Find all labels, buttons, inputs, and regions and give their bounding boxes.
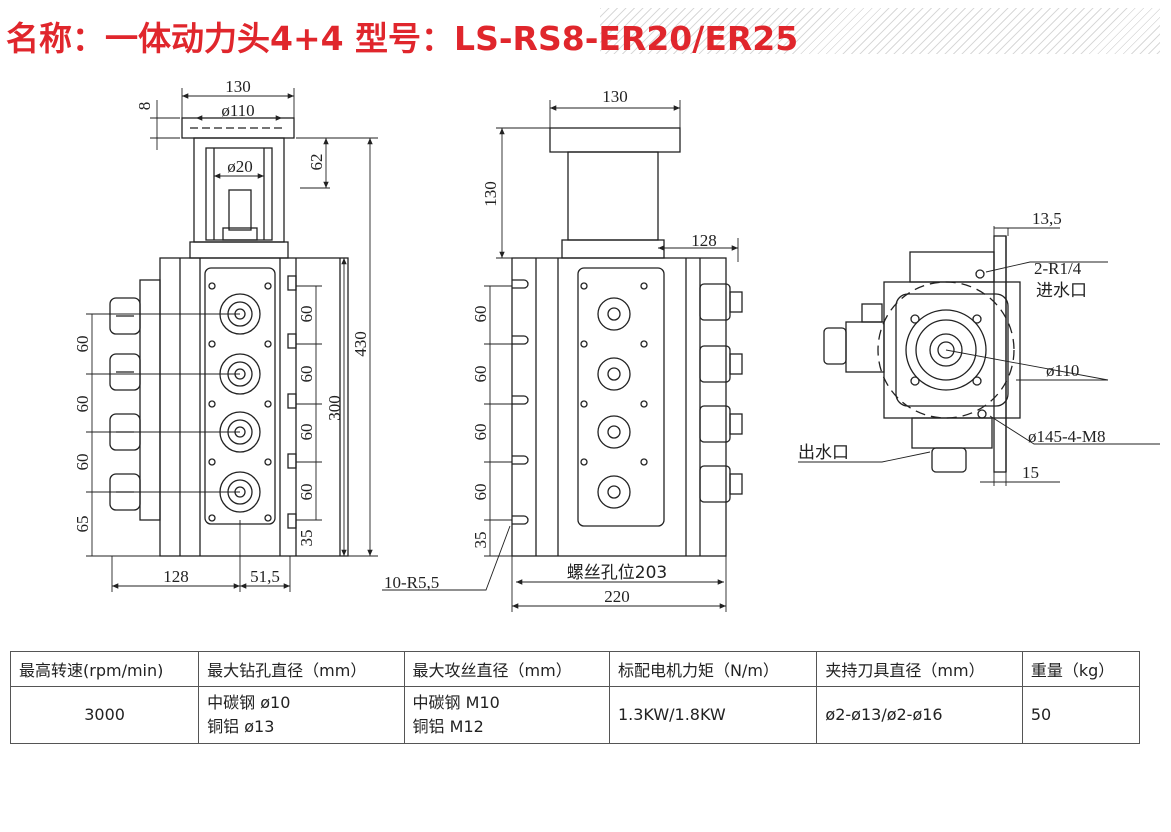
table-header-weight: 重量（kg） xyxy=(1021,651,1141,687)
front-dim-bottom-width: 128 xyxy=(163,567,189,586)
side-dim-pitch-1: 60 xyxy=(471,306,490,323)
top-dim-bolt-circle: ø145-4-M8 xyxy=(1028,427,1105,446)
front-right-slots xyxy=(287,275,297,529)
side-dim-top-width: 130 xyxy=(602,87,628,106)
top-view-body xyxy=(883,281,1021,419)
front-shaft xyxy=(228,189,252,231)
front-dim-top-width: 130 xyxy=(225,77,251,96)
front-dim-pitch-4: 60 xyxy=(297,484,316,501)
side-dim-upper-height: 130 xyxy=(481,181,500,207)
front-dim-shaft-dia: ø20 xyxy=(227,157,253,176)
cell-torque: 1.3KW/1.8KW xyxy=(608,686,818,744)
front-dim-pitch-1: 60 xyxy=(297,306,316,323)
front-body xyxy=(159,257,349,557)
side-view-labels: 130 130 128 60 60 60 60 35 10-R5,5 螺丝孔位2… xyxy=(384,87,717,606)
side-dim-base-width: 220 xyxy=(604,587,630,606)
top-dim-bore-dia: ø110 xyxy=(1046,361,1079,380)
front-dim-left-pitch-2: 60 xyxy=(73,396,92,413)
top-inlet-label: 进水口 xyxy=(1036,281,1087,301)
top-outlet-label: 出水口 xyxy=(798,443,849,463)
cell-drill: 中碳钢 ø10 铜铝 ø13 xyxy=(198,686,405,744)
cell-tap: 中碳钢 M10 铜铝 M12 xyxy=(403,686,610,744)
top-dim-inlet: 2-R1/4 xyxy=(1034,259,1082,278)
front-dim-flange-dia: ø110 xyxy=(221,101,254,120)
top-view xyxy=(798,226,1160,486)
front-tool-plate xyxy=(204,267,276,525)
cell-tap-line-1: 中碳钢 M10 xyxy=(412,693,500,712)
front-dim-left-pitch-4: 65 xyxy=(73,516,92,533)
cell-drill-line-1: 中碳钢 ø10 xyxy=(207,693,291,712)
side-dim-bottom-offset: 35 xyxy=(471,532,490,549)
cell-tool: ø2-ø13/ø2-ø16 xyxy=(816,686,1023,744)
table-header-drill: 最大钻孔直径（mm） xyxy=(198,651,405,687)
top-view-labels: 13,5 2-R1/4 进水口 ø110 ø145-4-M8 出水口 15 xyxy=(798,209,1105,482)
front-dim-total-height: 430 xyxy=(351,331,370,357)
side-right-fittings xyxy=(699,283,743,503)
side-tool-plate xyxy=(577,267,665,527)
front-dim-left-pitch-3: 60 xyxy=(73,454,92,471)
side-column xyxy=(567,151,659,241)
table-header-torque: 标配电机力矩（N/m） xyxy=(608,651,818,687)
front-dim-left-pitch-1: 60 xyxy=(73,336,92,353)
top-view-bolt-circle xyxy=(877,281,1015,419)
table-header-tool: 夹持刀具直径（mm） xyxy=(816,651,1023,687)
cell-tap-line-2: 铜铝 M12 xyxy=(412,717,484,736)
front-view xyxy=(86,88,378,592)
side-view xyxy=(382,100,743,612)
front-dim-bottom-offset-w: 51,5 xyxy=(250,567,280,586)
front-dim-flange-thk: 8 xyxy=(135,102,154,111)
side-top-flange xyxy=(549,127,681,153)
table-header-speed: 最高转速(rpm/min) xyxy=(9,651,200,687)
table-row: 3000 中碳钢 ø10 铜铝 ø13 中碳钢 M10 铜铝 M12 1.3KW… xyxy=(9,686,1141,744)
top-dim-offset-bottom: 15 xyxy=(1022,463,1039,482)
top-dim-offset-top: 13,5 xyxy=(1032,209,1062,228)
side-dim-slot-note: 10-R5,5 xyxy=(384,573,439,592)
cell-speed: 3000 xyxy=(9,686,200,744)
front-view-labels: 130 ø110 8 ø20 62 430 300 60 60 60 60 35… xyxy=(73,77,370,586)
side-dim-pitch-2: 60 xyxy=(471,366,490,383)
side-left-slots xyxy=(512,279,529,525)
header-hatch-decoration xyxy=(600,8,1160,54)
cell-weight: 50 xyxy=(1021,686,1141,744)
cell-drill-line-2: 铜铝 ø13 xyxy=(207,717,275,736)
side-dim-mid-width: 128 xyxy=(691,231,717,250)
side-spindles xyxy=(580,282,648,509)
front-dim-body-height: 300 xyxy=(325,395,344,421)
header: 名称：一体动力头4+4 型号：LS-RS8-ER20/ER25 xyxy=(0,0,1171,62)
spec-table: 最高转速(rpm/min) 最大钻孔直径（mm） 最大攻丝直径（mm） 标配电机… xyxy=(9,651,1141,744)
front-dim-shaft-len: 62 xyxy=(307,154,326,171)
front-dim-pitch-2: 60 xyxy=(297,366,316,383)
front-dim-bottom-offset: 35 xyxy=(297,530,316,547)
front-spindles xyxy=(208,282,272,522)
table-header-tap: 最大攻丝直径（mm） xyxy=(403,651,610,687)
front-left-fittings xyxy=(109,279,161,521)
top-view-bore xyxy=(905,309,987,391)
spec-table-header-row: 最高转速(rpm/min) 最大钻孔直径（mm） 最大攻丝直径（mm） 标配电机… xyxy=(9,651,1141,687)
side-dim-pitch-3: 60 xyxy=(471,424,490,441)
side-body xyxy=(511,257,727,557)
front-dim-pitch-3: 60 xyxy=(297,424,316,441)
side-dim-pitch-4: 60 xyxy=(471,484,490,501)
page-title: 名称：一体动力头4+4 型号：LS-RS8-ER20/ER25 xyxy=(6,19,799,58)
technical-drawing: 130 ø110 8 ø20 62 430 300 60 60 60 60 35… xyxy=(73,77,1160,612)
side-dim-screw-pitch: 螺丝孔位203 xyxy=(567,563,667,583)
